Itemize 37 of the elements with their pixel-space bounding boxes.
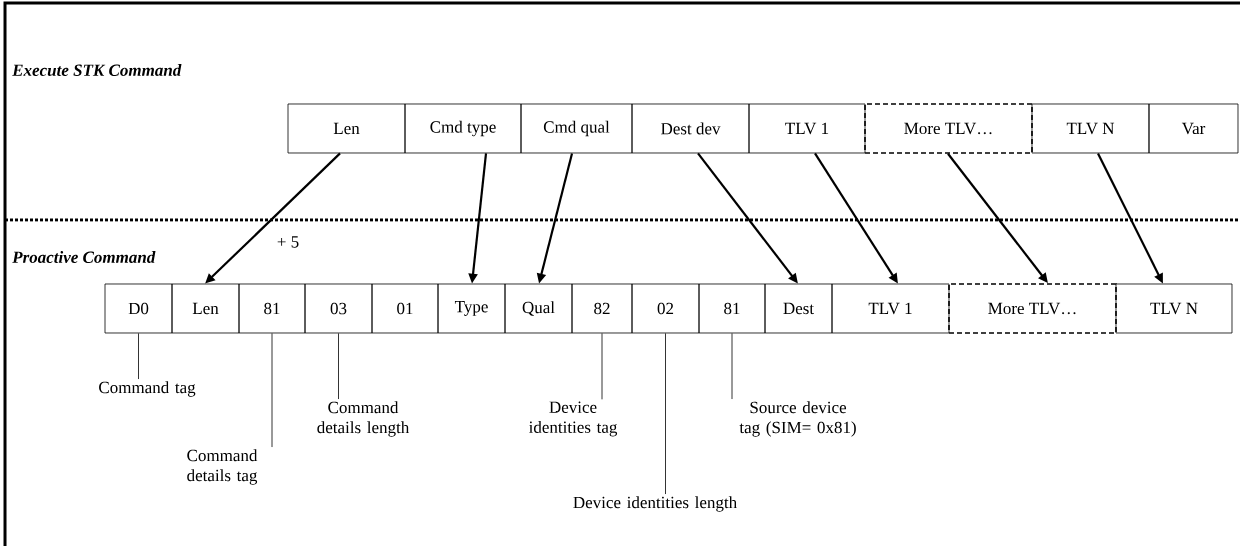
field-cell: More TLV…	[864, 103, 1033, 154]
field-cell: Cmd qual	[520, 103, 633, 154]
leader-line	[138, 333, 139, 380]
leader-line	[665, 333, 666, 495]
field-cell: Var	[1148, 103, 1239, 154]
annotation-text: Source device tag (SIM= 0x81)	[739, 401, 856, 437]
field-cell: TLV 1	[831, 283, 950, 334]
field-cell: 01	[371, 283, 439, 334]
field-cell: 81	[698, 283, 766, 334]
annotation-text: Device identities length	[573, 496, 737, 512]
annotation-text: Command details length	[317, 401, 410, 437]
field-cell: Len	[287, 103, 406, 154]
field-cell: TLV N	[1031, 103, 1150, 154]
field-cell: 02	[631, 283, 700, 334]
field-cell: Cmd type	[404, 103, 522, 154]
annotation-text: Command tag	[99, 381, 196, 397]
field-cell: 03	[304, 283, 373, 334]
field-cell: Dest dev	[631, 103, 750, 154]
section-heading: Execute STK Command	[12, 64, 182, 76]
section-heading: Proactive Command	[12, 251, 156, 263]
field-cell: 82	[571, 283, 633, 334]
field-cell: Dest	[764, 283, 833, 334]
field-cell: D0	[104, 283, 173, 334]
leader-line	[601, 333, 603, 400]
leader-line	[338, 333, 339, 400]
annotation-text: Command details tag	[187, 449, 258, 485]
leader-line	[271, 333, 273, 448]
field-cell: 81	[238, 283, 306, 334]
annotation-text: Device identities tag	[529, 401, 618, 437]
field-cell: Len	[171, 283, 240, 334]
edge-label: + 5	[277, 236, 299, 248]
field-cell: TLV 1	[748, 103, 866, 154]
field-cell: Qual	[504, 283, 573, 334]
field-cell: TLV N	[1115, 283, 1233, 334]
field-cell: More TLV…	[948, 283, 1117, 334]
leader-line	[731, 333, 733, 400]
field-cell: Type	[437, 283, 506, 334]
